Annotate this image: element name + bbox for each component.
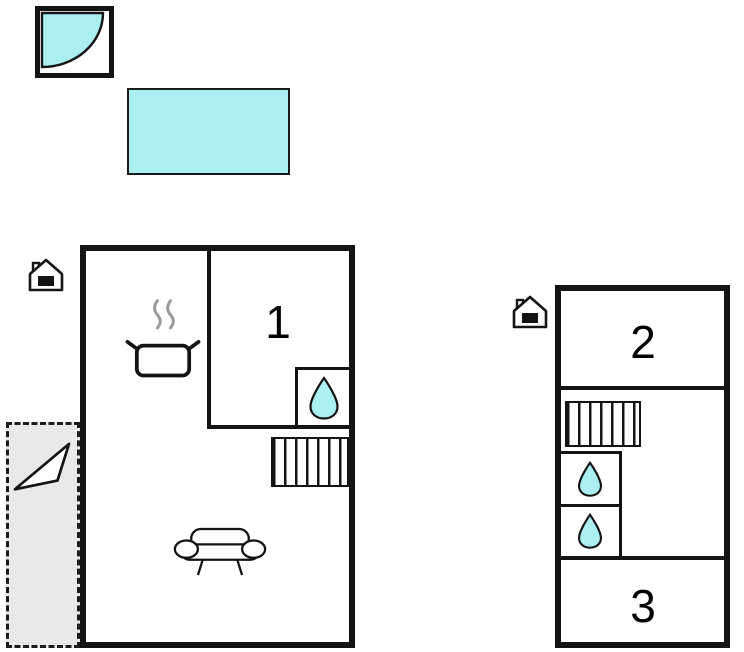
bathroom-cell [561,454,619,504]
water-drop-icon [308,375,339,420]
stove-icon [125,297,201,383]
water-drop-icon [577,513,603,549]
water-drop-icon [577,460,603,497]
entrance-icon [26,256,66,294]
corner-bath-shape [40,11,105,69]
annex-building: 2 3 [555,285,730,648]
corner-bath-icon [35,6,114,78]
entrance-icon [510,293,550,331]
room1-wall-horizontal [207,425,349,429]
room-3-label: 3 [630,580,656,632]
bathroom-box [295,367,349,425]
sofa-icon [172,523,268,583]
main-building: 1 [80,245,355,648]
bathroom-cells [561,451,622,556]
room3-wall [561,556,724,560]
stairs-icon [565,401,641,447]
room1-wall-vertical [207,251,211,429]
room2-wall [561,386,724,390]
room-1-label: 1 [265,296,291,348]
pool [127,88,290,175]
room-2-label: 2 [630,316,656,368]
terrace-arrow-icon [11,441,73,497]
bathroom-cell [561,503,619,557]
terrace [6,422,80,648]
stairs-icon [271,437,349,487]
